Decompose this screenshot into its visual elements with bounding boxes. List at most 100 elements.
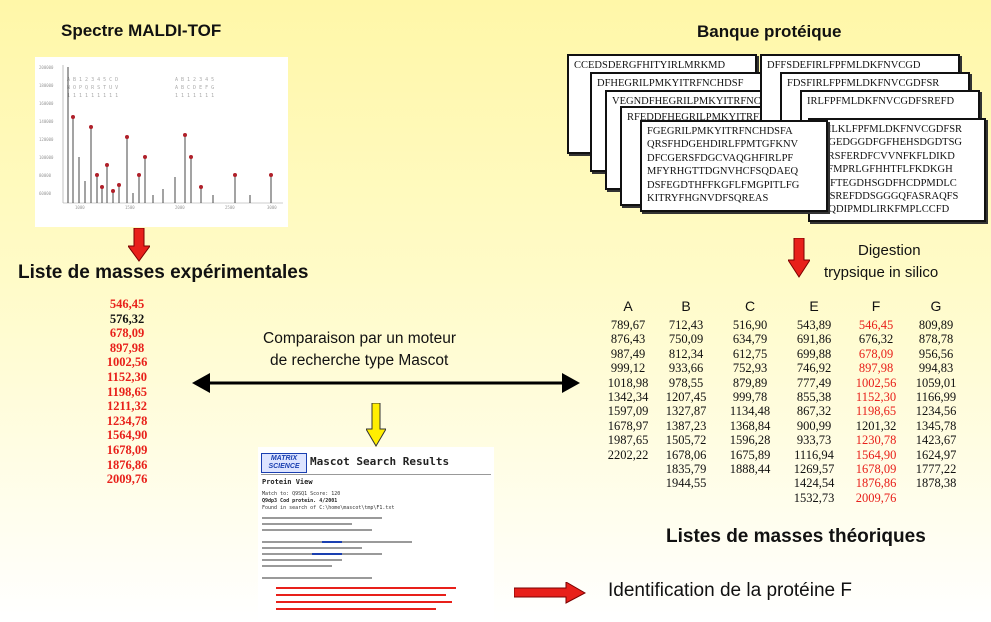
mass-value: 1002,56 (855, 375, 897, 390)
mass-value: 999,78 (732, 390, 768, 405)
mass-value: 1166,99 (915, 390, 957, 405)
mass-value: 752,93 (732, 361, 768, 376)
mass-value: 867,32 (796, 404, 832, 419)
svg-text:A B 1 2 3 4 5: A B 1 2 3 4 5 (175, 77, 214, 83)
svg-text:N O P Q R S T U V: N O P Q R S T U V (67, 85, 118, 91)
mass-value: 543,89 (796, 318, 832, 332)
svg-text:2500: 2500 (225, 205, 235, 210)
mass-value: 1678,09 (855, 462, 897, 477)
mass-value: 999,12 (610, 361, 646, 376)
identification-label: Identification de la protéine F (608, 580, 852, 601)
mass-value: 1777,22 (915, 462, 957, 477)
mass-value: 809,89 (918, 318, 954, 332)
mass-value: 712,43 (668, 318, 704, 332)
svg-text:160000: 160000 (39, 101, 54, 106)
mass-value: 876,43 (610, 332, 646, 347)
mass-value: 1888,44 (729, 462, 771, 477)
experimental-mass: 1564,90 (106, 428, 148, 443)
mass-value: 516,90 (732, 318, 768, 332)
svg-text:80000: 80000 (39, 173, 52, 178)
mass-value: 1987,65 (607, 433, 649, 448)
column-header-b: B (681, 298, 691, 314)
mass-value: 2202,22 (607, 447, 649, 462)
comparison-label-line2: de recherche type Mascot (270, 352, 449, 369)
mass-value: 746,92 (796, 361, 832, 376)
card-text: RFEDDFHEGRILPMKYITRFNC (627, 112, 774, 123)
mass-value: 1675,89 (729, 447, 771, 462)
mass-value: 1424,54 (793, 476, 835, 491)
mass-value: 878,78 (918, 332, 954, 347)
mass-value: 612,75 (732, 346, 768, 361)
svg-text:1500: 1500 (125, 205, 135, 210)
experimental-mass: 1198,65 (107, 384, 147, 399)
digestion-label-line2: trypsique in silico (824, 264, 939, 281)
mass-value: 812,34 (668, 346, 704, 361)
mass-value: 1678,97 (607, 418, 649, 433)
mass-value: 1201,32 (855, 418, 897, 433)
mass-value: 1624,97 (915, 447, 957, 462)
experimental-mass: 678,09 (109, 326, 145, 341)
mass-value: 1423,67 (915, 433, 957, 448)
svg-text:200000: 200000 (39, 65, 54, 70)
card-text: VEGNDFHEGRILPMKYITRFNC (612, 96, 761, 107)
mass-value: 1597,09 (607, 404, 649, 419)
mascot-line-2: Q9dp3 Cod protein. 4/2001 (262, 498, 338, 504)
mass-value: 1944,55 (665, 476, 707, 491)
experimental-mass: 1234,78 (106, 413, 148, 428)
mascot-line-1: Match to: Q9SQ1 Score: 120 (262, 491, 341, 497)
mass-value: 777,49 (796, 375, 832, 390)
card-line: DGFTEGDHSGDFHCDPMDLC (815, 177, 957, 189)
mass-value: 699,88 (796, 346, 832, 361)
mass-value: 879,89 (732, 375, 768, 390)
mass-value: 1876,86 (855, 476, 897, 491)
card-line: FARSFERDFCVVNFKFLDIKD (815, 150, 955, 162)
card-text: IRLFPFMLDKFNVCGDFSREFD (807, 96, 955, 107)
mass-value: 750,09 (668, 332, 704, 347)
mass-value: 678,09 (858, 346, 894, 361)
mass-value: 1207,45 (665, 390, 707, 405)
card-line: FGEGRILPMKYITRFNCHDSFA (647, 126, 793, 137)
column-header-g: G (930, 298, 942, 314)
mass-value: 933,73 (796, 433, 832, 448)
mass-value: 2009,76 (855, 490, 897, 505)
theoretical-lists-title: Listes de masses théoriques (666, 526, 926, 547)
spectrum-title: Spectre MALDI-TOF (61, 21, 222, 40)
svg-text:A B C D E F G: A B C D E F G (175, 85, 214, 91)
mass-value: 994,83 (918, 361, 954, 376)
experimental-mass: 546,45 (109, 297, 145, 311)
digestion-label-line1: Digestion (858, 242, 921, 259)
card-line: RMLKLFPFMLDKFNVCGDFSR (815, 124, 963, 135)
mass-value: 1230,78 (855, 433, 897, 448)
mass-value: 956,56 (918, 346, 954, 361)
svg-text:2000: 2000 (175, 205, 185, 210)
mass-value: 1342,34 (607, 390, 649, 405)
mass-value: 1878,38 (915, 476, 957, 491)
experimental-mass: 1678,09 (106, 442, 148, 457)
card-line: DSFEGDTHFFKGFLFMGPITLFG (647, 179, 800, 191)
card-line: QRSFHDGEHDIRLFPMTGFKNV (647, 139, 799, 151)
svg-text:60000: 60000 (39, 191, 52, 196)
mass-value: 855,38 (796, 390, 832, 405)
experimental-mass: 1002,56 (106, 355, 148, 370)
mass-value: 634,79 (732, 332, 768, 347)
mass-value: 1059,01 (915, 375, 957, 390)
mass-value: 978,55 (668, 375, 704, 390)
experimental-mass: 1211,32 (107, 399, 147, 414)
svg-text:120000: 120000 (39, 137, 54, 142)
mass-value: 1134,48 (729, 404, 771, 419)
down-arrow-icon (128, 228, 150, 262)
mascot-results-screenshot: MATRIX SCIENCE Mascot Search Results Pro… (258, 447, 494, 622)
svg-text:1 1 1 1 1 1 1 1 1: 1 1 1 1 1 1 1 1 1 (67, 93, 118, 99)
mass-value: 1327,87 (665, 404, 707, 419)
mass-value: 1234,56 (915, 404, 957, 419)
svg-text:1000: 1000 (75, 205, 85, 210)
card-text: DFHEGRILPMKYITRFNCHDSF (597, 78, 744, 89)
card-line: FLFMPRLGFHHTFLFKDKGH (815, 164, 953, 176)
mass-value: 546,45 (858, 318, 894, 332)
mass-value: 987,49 (610, 346, 646, 361)
card-text: CCEDSDERGFHITYIRLMRKMD (574, 60, 726, 71)
